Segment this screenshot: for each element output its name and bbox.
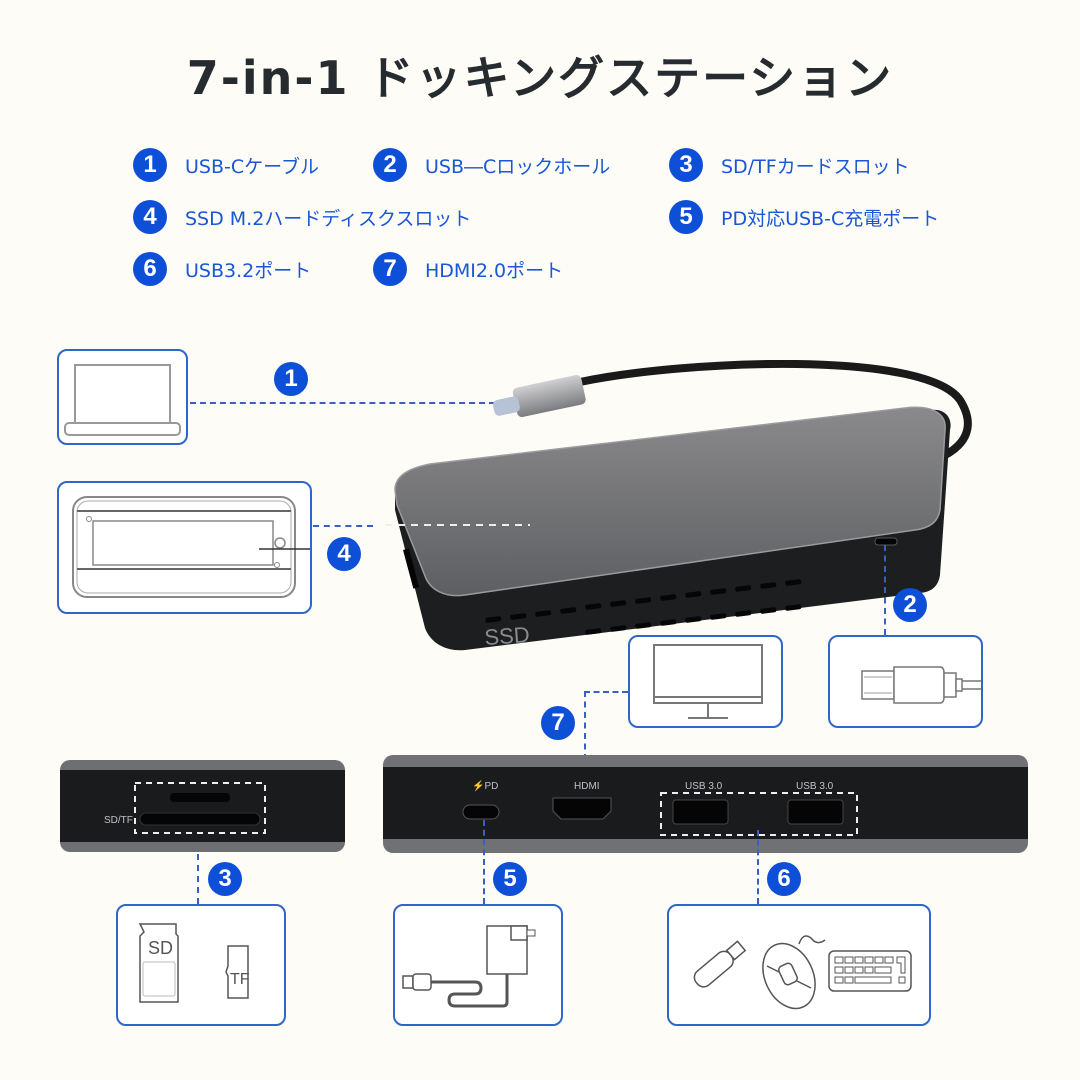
legend-label: SSD M.2ハードディスクスロット — [185, 207, 472, 230]
number-badge-3: 3 — [669, 148, 703, 182]
callout-5: 5 — [493, 862, 527, 896]
connector-line-1 — [190, 402, 495, 404]
docking-station-image: SSD — [385, 360, 972, 651]
ssd-slot-box — [57, 481, 312, 614]
number-badge-5: 5 — [669, 200, 703, 234]
number-badge-6: 6 — [133, 252, 167, 286]
number-badge-1: 1 — [133, 148, 167, 182]
svg-text:TF: TF — [230, 971, 250, 988]
svg-text:SD: SD — [148, 938, 173, 958]
connector-line-4 — [313, 525, 373, 527]
svg-text:SSD: SSD — [484, 622, 531, 650]
sd-tf-box: SD TF — [116, 904, 286, 1026]
mouse-icon — [762, 935, 826, 1010]
number-badge-4: 4 — [133, 200, 167, 234]
legend-label: PD対応USB-C充電ポート — [721, 207, 940, 230]
usb-port-2-label: USB 3.0 — [796, 781, 834, 792]
callout-1: 1 — [274, 362, 308, 396]
number-badge-7: 7 — [373, 252, 407, 286]
legend-label: HDMI2.0ポート — [425, 259, 564, 282]
lock-cable-icon — [861, 666, 981, 704]
connector-line-6 — [757, 830, 759, 904]
legend-item-2: 2 USB―Cロックホール — [373, 147, 610, 183]
charger-box — [393, 904, 563, 1026]
legend-item-7: 7 HDMI2.0ポート — [373, 251, 563, 287]
legend-item-3: 3 SD/TFカードスロット — [669, 147, 910, 183]
pd-port-label: ⚡PD — [472, 781, 499, 792]
number-badge-2: 2 — [373, 148, 407, 182]
connector-line-7v — [584, 691, 586, 781]
usb-port-1-label: USB 3.0 — [685, 781, 723, 792]
connector-line-7h — [584, 691, 628, 693]
legend-label: USB-Cケーブル — [185, 155, 319, 178]
peripherals-icon — [693, 935, 912, 1010]
legend-label: SD/TFカードスロット — [721, 155, 910, 178]
callout-2: 2 — [893, 588, 927, 622]
keyboard-icon — [828, 950, 912, 992]
callout-6: 6 — [767, 862, 801, 896]
laptop-icon — [64, 364, 181, 436]
legend-item-5: 5 PD対応USB-C充電ポート — [669, 199, 939, 235]
connector-line-2 — [884, 545, 886, 635]
legend-label: USB―Cロックホール — [425, 155, 611, 178]
front-view-image — [383, 755, 1028, 853]
monitor-box — [628, 635, 783, 728]
hdmi-port-label: HDMI — [574, 781, 600, 792]
legend-item-4: 4 SSD M.2ハードディスクスロット — [133, 199, 471, 235]
page-title: 7-in-1 ドッキングステーション — [186, 51, 894, 105]
callout-4: 4 — [327, 537, 361, 571]
sd-tf-label: SD/TF — [104, 815, 133, 826]
legend-item-6: 6 USB3.2ポート — [133, 251, 311, 287]
legend-label: USB3.2ポート — [185, 259, 312, 282]
monitor-icon — [653, 644, 763, 719]
side-view-image — [60, 760, 345, 852]
sd-tf-card-icon: SD TF — [138, 923, 250, 1003]
usb-drive-icon — [693, 940, 747, 988]
callout-7: 7 — [541, 706, 575, 740]
legend-item-1: 1 USB-Cケーブル — [133, 147, 319, 183]
callout-3: 3 — [208, 862, 242, 896]
connector-line-5 — [483, 820, 485, 904]
ssd-slot-icon — [72, 496, 310, 598]
laptop-box — [57, 349, 188, 445]
peripherals-box — [667, 904, 931, 1026]
lock-cable-box — [828, 635, 983, 728]
connector-line-3 — [197, 854, 199, 904]
charger-icon — [402, 925, 536, 1008]
